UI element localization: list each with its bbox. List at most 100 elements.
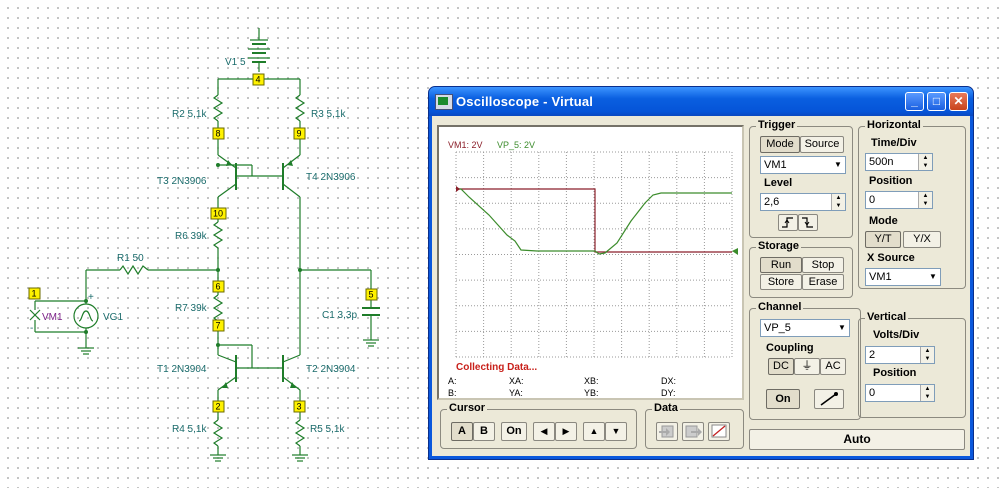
label-r6: R6 39k bbox=[175, 231, 208, 242]
down-arrow-icon[interactable]: ▼ bbox=[605, 422, 627, 441]
label-vg1: VG1 bbox=[103, 312, 123, 323]
horizontal-group-label: Horizontal bbox=[865, 119, 923, 131]
window-title: Oscilloscope - Virtual bbox=[456, 94, 594, 109]
plot-data-button[interactable] bbox=[708, 422, 730, 441]
storage-group: Storage Run Stop Store Erase bbox=[749, 240, 853, 298]
cursor-on-button[interactable]: On bbox=[501, 422, 527, 441]
status-text: Collecting Data... bbox=[456, 362, 538, 373]
trigger-level-field[interactable]: 2,6 ▲ ▼ bbox=[760, 193, 846, 211]
falling-edge-button[interactable] bbox=[798, 214, 818, 231]
auto-button[interactable]: Auto bbox=[749, 429, 965, 450]
plot-icon bbox=[711, 424, 727, 438]
label-r7: R7 39k bbox=[175, 303, 208, 314]
node-markers: 4 8 9 10 6 7 5 2 3 1 bbox=[28, 73, 378, 413]
ch1-trace bbox=[456, 188, 732, 253]
plus-sign: + bbox=[88, 292, 94, 303]
spin-up-icon[interactable]: ▲ bbox=[920, 347, 934, 355]
ch2-marker bbox=[732, 248, 738, 255]
spin-down-icon[interactable]: ▼ bbox=[918, 200, 932, 208]
trigger-group: Trigger Mode Source VM1 ▼ Level 2,6 ▲ ▼ bbox=[749, 119, 853, 238]
trigger-source-button[interactable]: Source bbox=[800, 136, 844, 153]
label-v1: V1 5 bbox=[225, 57, 246, 68]
h-position-field[interactable]: 0 ▲ ▼ bbox=[865, 191, 933, 209]
channel-value: VP_5 bbox=[764, 322, 791, 334]
v-position-field[interactable]: 0 ▲ ▼ bbox=[865, 384, 935, 402]
spin-down-icon[interactable]: ▼ bbox=[918, 162, 932, 170]
data-group-label: Data bbox=[652, 402, 680, 414]
readout-a: A: bbox=[448, 376, 457, 386]
oscilloscope-app-icon bbox=[435, 94, 453, 110]
trigger-mode-button[interactable]: Mode bbox=[760, 136, 800, 153]
window-client: VM1: 2V VP_5: 2V Collecting Data... A: B… bbox=[432, 116, 970, 456]
node-7: 7 bbox=[216, 321, 221, 331]
label-t4: T4 2N3906 bbox=[306, 172, 356, 183]
coupling-ac-button[interactable]: AC bbox=[820, 358, 846, 375]
spin-down-icon[interactable]: ▼ bbox=[831, 202, 845, 210]
node-4: 4 bbox=[256, 75, 261, 85]
spin-up-icon[interactable]: ▲ bbox=[918, 192, 932, 200]
scope-plot bbox=[455, 151, 738, 358]
chevron-down-icon: ▼ bbox=[838, 323, 846, 332]
timediv-field[interactable]: 500n ▲ ▼ bbox=[865, 153, 933, 171]
mode-yx-button[interactable]: Y/X bbox=[903, 231, 941, 248]
spin-up-icon[interactable]: ▲ bbox=[920, 385, 934, 393]
trigger-source-select[interactable]: VM1 ▼ bbox=[760, 156, 846, 174]
ch1-marker bbox=[456, 186, 460, 192]
label-r5: R5 5,1k bbox=[310, 424, 345, 435]
channel-on-button[interactable]: On bbox=[766, 389, 800, 409]
import-icon bbox=[659, 425, 674, 438]
readout-dx: DX: bbox=[661, 376, 677, 386]
node-3: 3 bbox=[297, 402, 302, 412]
mode-yt-button[interactable]: Y/T bbox=[865, 231, 901, 248]
node-6: 6 bbox=[216, 282, 221, 292]
h-position-label: Position bbox=[869, 175, 913, 187]
channel-select[interactable]: VP_5 ▼ bbox=[760, 319, 850, 337]
up-arrow-icon[interactable]: ▲ bbox=[583, 422, 605, 441]
cursor-b-button[interactable]: B bbox=[473, 422, 495, 441]
node-2: 2 bbox=[216, 402, 221, 412]
chevron-down-icon: ▼ bbox=[929, 272, 937, 281]
import-data-button[interactable] bbox=[656, 422, 678, 441]
maximize-button[interactable]: □ bbox=[927, 92, 946, 111]
spin-up-icon[interactable]: ▲ bbox=[831, 194, 845, 202]
cursor-a-button[interactable]: A bbox=[451, 422, 473, 441]
erase-button[interactable]: Erase bbox=[802, 274, 844, 290]
channel-group-label: Channel bbox=[756, 301, 804, 313]
node-5: 5 bbox=[369, 290, 374, 300]
voltsdiv-field[interactable]: 2 ▲ ▼ bbox=[865, 346, 935, 364]
ch2-trace bbox=[456, 188, 732, 255]
run-button[interactable]: Run bbox=[760, 257, 802, 273]
label-r3: R3 5,1k bbox=[311, 109, 346, 120]
chevron-down-icon: ▼ bbox=[834, 160, 842, 169]
trigger-level-label: Level bbox=[764, 177, 793, 189]
probe-button[interactable] bbox=[814, 389, 844, 409]
spin-down-icon[interactable]: ▼ bbox=[920, 355, 934, 363]
minus-sign: - bbox=[30, 323, 33, 334]
ground-icon[interactable]: ⏚ bbox=[794, 358, 820, 375]
v-position-value: 0 bbox=[869, 387, 876, 399]
left-arrow-icon[interactable]: ◀ bbox=[533, 422, 555, 441]
coupling-dc-button[interactable]: DC bbox=[768, 358, 794, 375]
node-10: 10 bbox=[213, 209, 223, 219]
timediv-value: 500n bbox=[869, 156, 894, 168]
oscilloscope-window: Oscilloscope - Virtual _ □ ✕ VM1: 2V VP_… bbox=[428, 86, 974, 460]
spin-down-icon[interactable]: ▼ bbox=[920, 393, 934, 401]
h-mode-label: Mode bbox=[869, 215, 898, 227]
title-bar[interactable]: Oscilloscope - Virtual _ □ ✕ bbox=[429, 87, 973, 116]
xsource-select[interactable]: VM1 ▼ bbox=[865, 268, 941, 286]
export-data-button[interactable] bbox=[682, 422, 704, 441]
label-c1: C1 3,3p bbox=[322, 310, 357, 321]
close-button[interactable]: ✕ bbox=[949, 92, 968, 111]
trigger-source-value: VM1 bbox=[764, 159, 787, 171]
cursor-group: Cursor A B On ◀ ▶ ▲ ▼ bbox=[440, 402, 637, 449]
rising-edge-button[interactable] bbox=[778, 214, 798, 231]
right-arrow-icon[interactable]: ▶ bbox=[555, 422, 577, 441]
node-1: 1 bbox=[32, 289, 37, 299]
stop-button[interactable]: Stop bbox=[802, 257, 844, 273]
spin-up-icon[interactable]: ▲ bbox=[918, 154, 932, 162]
minimize-button[interactable]: _ bbox=[905, 92, 924, 111]
store-button[interactable]: Store bbox=[760, 274, 802, 290]
trigger-group-label: Trigger bbox=[756, 119, 798, 131]
label-t2: T2 2N3904 bbox=[306, 364, 356, 375]
